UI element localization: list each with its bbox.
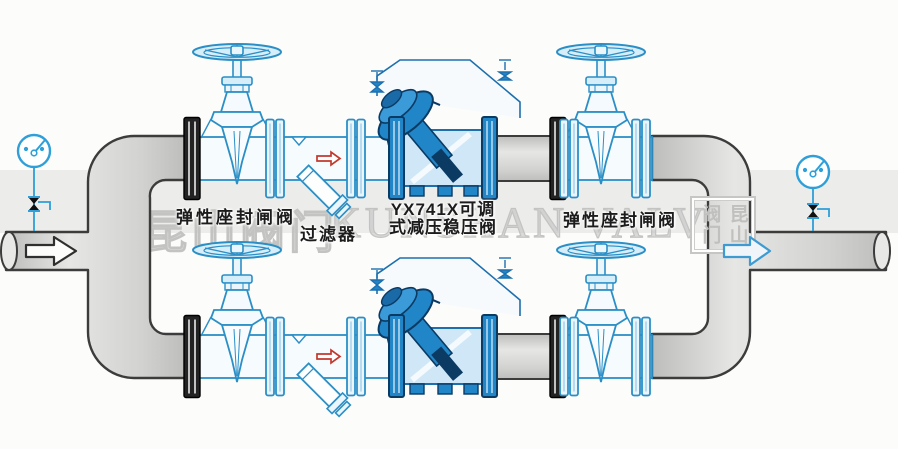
outlet-pipe-opening bbox=[873, 231, 891, 271]
bottom-branch bbox=[184, 242, 652, 418]
inlet-pressure-gauge bbox=[16, 133, 52, 231]
gauge-dial-icon bbox=[795, 154, 831, 190]
label-prv-line1: YX741X可调 bbox=[390, 200, 496, 219]
inlet-pipe-opening bbox=[0, 231, 18, 271]
inlet-manifold-pipe bbox=[4, 134, 188, 380]
label-strainer: 过滤器 bbox=[300, 225, 357, 244]
label-pressure-reducing-valve: YX741X可调 式减压稳压阀 bbox=[383, 201, 503, 237]
watermark-english: KUNSHAN VALVE bbox=[329, 199, 739, 247]
gauge-valve-icon bbox=[806, 203, 830, 219]
outlet-flow-arrow-icon bbox=[722, 235, 772, 267]
top-branch bbox=[184, 44, 652, 220]
label-gate-valve-right: 弹性座封闸阀 bbox=[563, 211, 677, 230]
inlet-flow-arrow-icon bbox=[24, 235, 78, 267]
gauge-dial-icon bbox=[16, 133, 52, 169]
outlet-flow-arrow bbox=[722, 235, 772, 267]
seal-left-column: 阀门 bbox=[699, 204, 721, 246]
label-prv-line2: 式减压稳压阀 bbox=[389, 218, 497, 237]
label-gate-valve-left: 弹性座封闸阀 bbox=[176, 208, 296, 227]
watermark-seal-logo: 阀门 昆山 bbox=[690, 196, 756, 254]
gauge-valve-icon bbox=[27, 196, 51, 212]
seal-right-column: 昆山 bbox=[726, 204, 748, 246]
outlet-pressure-gauge bbox=[795, 154, 831, 231]
